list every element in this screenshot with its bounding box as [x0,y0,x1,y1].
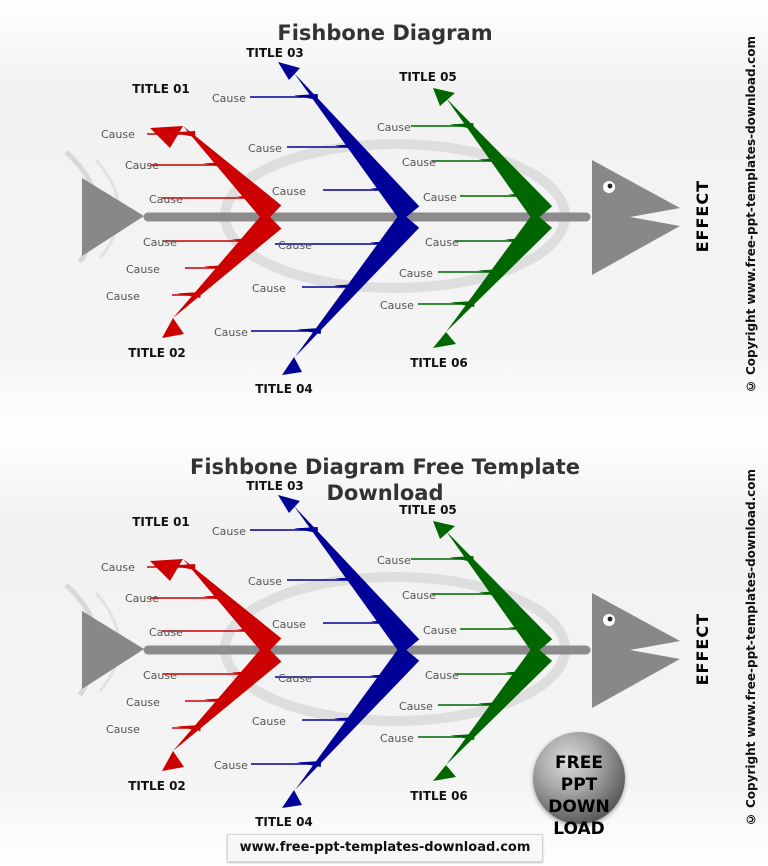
branch-arrow-icon [150,559,183,581]
branch-title: TITLE 04 [255,382,313,396]
branch-bone [294,506,420,655]
cause-label: Cause [402,156,436,169]
branch-title: TITLE 01 [132,515,190,529]
cause-label: Cause [212,92,246,105]
cause-label: Cause [423,191,457,204]
cause-label: Cause [272,618,306,631]
fish-tail [82,611,144,689]
cause-label: Cause [101,128,135,141]
effect-label: EFFECT [692,180,712,253]
branch-arrow-icon [282,357,302,375]
cause-label: Cause [399,267,433,280]
cause-label: Cause [106,723,140,736]
slide-title: Fishbone Diagram [277,21,493,45]
cause-label: Cause [278,239,312,252]
branch-bone [295,212,420,357]
cause-label: Cause [143,236,177,249]
cause-label: Cause [423,624,457,637]
branch-arrow-icon [278,62,300,80]
footer-url[interactable]: www.free-ppt-templates-download.com [227,834,543,862]
fish-head [592,160,680,275]
branch-arrow-icon [162,318,184,338]
branch-arrow-icon [433,332,456,348]
cause-label: Cause [101,561,135,574]
branch-arrow-icon [433,521,455,539]
branch-bone [294,73,420,222]
cause-label: Cause [214,326,248,339]
fish-pupil [607,183,613,189]
cause-label: Cause [212,525,246,538]
cause-label: Cause [377,554,411,567]
badge-label[interactable]: FREE PPT DOWN LOAD [548,753,610,839]
copyright-text: © Copyright www.free-ppt-templates-downl… [744,469,758,827]
cause-label: Cause [402,589,436,602]
branch-title: TITLE 04 [255,815,313,829]
cause-label: Cause [126,263,160,276]
cause-label: Cause [143,669,177,682]
branch-title: TITLE 02 [128,779,186,793]
cause-label: Cause [125,159,159,172]
cause-label: Cause [272,185,306,198]
fish-head [592,593,680,708]
branch-arrow-icon [433,88,455,106]
effect-label: EFFECT [692,613,712,686]
cause-label: Cause [252,715,286,728]
cause-label: Cause [425,236,459,249]
cause-label: Cause [149,626,183,639]
cause-label: Cause [214,759,248,772]
cause-label: Cause [106,290,140,303]
branch-bone [446,98,553,222]
branch-arrow-icon [282,790,302,808]
cause-label: Cause [252,282,286,295]
branch-title: TITLE 06 [410,789,468,803]
cause-label: Cause [125,592,159,605]
branch-bone [173,644,282,751]
slide-title: Fishbone Diagram Free Template Download [189,455,580,505]
copyright-text: © Copyright www.free-ppt-templates-downl… [744,36,758,394]
cause-label: Cause [248,142,282,155]
cause-label: Cause [278,672,312,685]
cause-label: Cause [380,299,414,312]
branch-arrow-icon [278,495,300,513]
branch-arrow-icon [150,126,183,148]
branch-bone [446,531,553,655]
branch-bone [173,211,282,318]
cause-label: Cause [377,121,411,134]
branch-bone [183,126,282,223]
branch-title: TITLE 03 [246,46,304,60]
branch-title: TITLE 01 [132,82,190,96]
cause-label: Cause [399,700,433,713]
cause-label: Cause [425,669,459,682]
fish-tail [82,178,144,256]
branch-title: TITLE 03 [246,479,304,493]
branch-title: TITLE 05 [399,70,457,84]
branch-bone [295,645,420,790]
branch-arrow-icon [162,751,184,771]
slide-2: Fishbone Diagram Free Template Download … [0,433,768,866]
cause-label: Cause [380,732,414,745]
cause-label: Cause [126,696,160,709]
branch-bone [446,212,553,332]
branch-arrow-icon [433,765,456,781]
branch-bone [446,645,553,765]
fish-pupil [607,616,613,622]
branch-bone [183,559,282,656]
branch-title: TITLE 05 [399,503,457,517]
free-ppt-download-badge[interactable] [533,732,625,824]
branch-title: TITLE 02 [128,346,186,360]
cause-label: Cause [248,575,282,588]
cause-label: Cause [149,193,183,206]
branch-title: TITLE 06 [410,356,468,370]
